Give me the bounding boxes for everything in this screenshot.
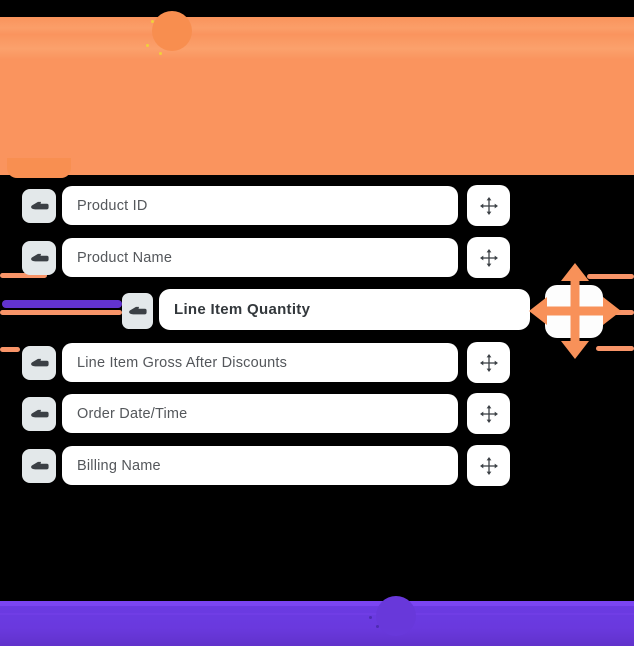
- field-pill[interactable]: Billing Name: [62, 446, 458, 485]
- footer-sub-line: [0, 613, 634, 615]
- sparkle-dot: [146, 44, 149, 47]
- drag-handle-tile[interactable]: [22, 449, 56, 483]
- hand-grab-icon: [30, 461, 49, 470]
- field-pill[interactable]: Line Item Gross After Discounts: [62, 343, 458, 382]
- hand-grab-icon: [30, 253, 49, 262]
- field-label: Product ID: [77, 197, 148, 214]
- field-label: Line Item Gross After Discounts: [77, 354, 288, 371]
- field-label: Order Date/Time: [77, 405, 188, 422]
- drag-handle-tile[interactable]: [22, 241, 56, 275]
- move-arrows-icon: [479, 353, 498, 372]
- motion-line: [587, 274, 634, 279]
- motion-line: [0, 310, 122, 315]
- footer-top-line: [0, 601, 634, 606]
- move-button[interactable]: [467, 393, 510, 434]
- field-row: Billing Name: [0, 445, 634, 488]
- banner-circle: [152, 11, 192, 51]
- hand-grab-icon: [30, 409, 49, 418]
- sparkle-dot: [159, 52, 162, 55]
- move-button[interactable]: [467, 185, 510, 226]
- field-pill[interactable]: Product Name: [62, 238, 458, 277]
- field-label: Product Name: [77, 249, 173, 266]
- hand-grab-icon: [30, 201, 49, 210]
- field-row: Product Name: [0, 237, 634, 280]
- motion-line: [596, 346, 634, 351]
- move-button[interactable]: [467, 342, 510, 383]
- footer-circle: [376, 596, 416, 636]
- drag-handle-tile[interactable]: [22, 346, 56, 380]
- field-label: Billing Name: [77, 457, 161, 474]
- field-pill[interactable]: Order Date/Time: [62, 394, 458, 433]
- field-row: Line Item Gross After Discounts: [0, 342, 634, 385]
- hand-grab-icon: [129, 306, 147, 315]
- field-pill[interactable]: Product ID: [62, 186, 458, 225]
- move-arrows-icon: [479, 404, 498, 423]
- field-row: Order Date/Time: [0, 393, 634, 436]
- move-button[interactable]: [467, 445, 510, 486]
- move-arrows-icon: [479, 248, 498, 267]
- top-banner: [0, 11, 634, 178]
- hand-grab-icon: [30, 358, 49, 367]
- motion-line: [0, 347, 20, 352]
- field-row: Product ID: [0, 185, 634, 228]
- move-arrows-icon: [479, 196, 498, 215]
- move-cursor-icon: [529, 263, 621, 359]
- field-label: Line Item Quantity: [174, 301, 311, 318]
- banner-tab: [7, 158, 71, 178]
- footer-sparkle-dot: [369, 616, 372, 619]
- drag-handle-tile[interactable]: [22, 189, 56, 223]
- footer-sparkle-dot: [376, 625, 379, 628]
- sparkle-dot: [151, 20, 154, 23]
- drag-handle-tile[interactable]: [22, 397, 56, 431]
- field-pill[interactable]: Line Item Quantity: [159, 289, 530, 330]
- move-arrows-icon: [479, 456, 498, 475]
- drag-handle-tile[interactable]: [122, 293, 153, 329]
- move-button[interactable]: [467, 237, 510, 278]
- motion-line: [0, 273, 47, 278]
- insertion-indicator: [2, 300, 122, 308]
- footer-bar: [0, 596, 634, 646]
- field-row: Line Item Quantity: [0, 289, 634, 331]
